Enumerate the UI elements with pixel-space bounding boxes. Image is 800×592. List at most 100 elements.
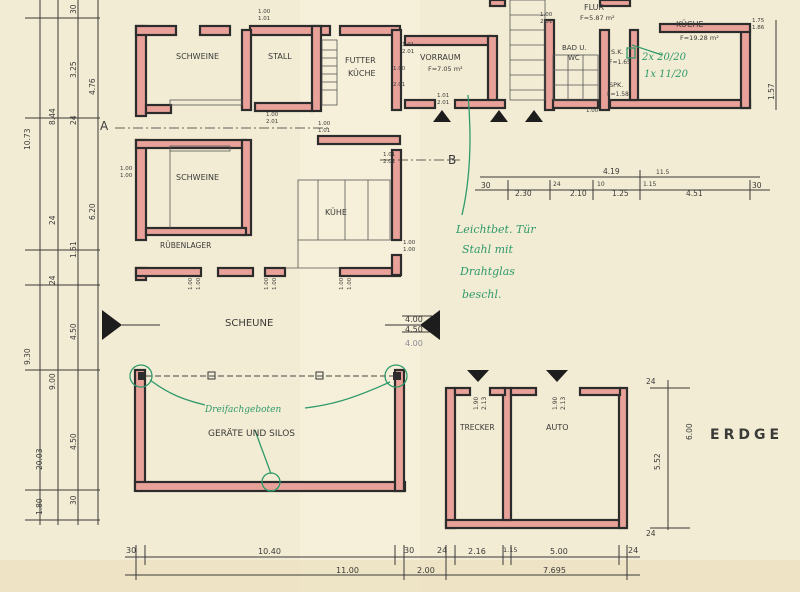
paper-bottom-shade (0, 560, 800, 592)
room-label-spk: SPK. (609, 81, 623, 89)
room-label-flur: FLUR (584, 3, 605, 12)
dim-mid: 30 (481, 181, 491, 190)
door-trecker-label: 1.90 (473, 396, 480, 410)
opening-label: 2.01 (402, 49, 414, 55)
garage-door-dimensions: 1.90 2.13 1.90 2.13 (473, 396, 567, 410)
room-label-schweine-top: SCHWEINE (176, 52, 219, 61)
top-dim: 1.75 (752, 18, 765, 24)
dim-mid: 4.19 (603, 167, 620, 176)
opening-label: 1.01 (258, 16, 270, 22)
dim-scheune-width: 4.00 (405, 315, 423, 324)
opening-label: 1.00 (120, 173, 133, 179)
room-label-kueche: KÜCHE (676, 19, 704, 29)
opening-label: 1.01 (437, 93, 449, 99)
opening-label: 1.00 (266, 112, 279, 118)
stair-note-line1: Leichtbet. Tür (455, 223, 536, 236)
opening-label: 2.01 (266, 119, 278, 125)
section-mark-b: B (448, 153, 456, 167)
dim-right: 1.57 (767, 83, 776, 100)
dim-left: 6.20 (88, 203, 97, 220)
troughs (169, 99, 243, 228)
room-label-kueche-futter: KÜCHE (348, 68, 376, 78)
opening-label: 2.01 (437, 100, 449, 106)
opening-label: 1.00 (339, 277, 345, 290)
opening-label: 1.01 (318, 128, 330, 134)
dim-left: 24 (48, 215, 57, 225)
middle-dimensions: 30 2.30 24 2.10 1.25 4.51 30 4.19 10 1.1… (481, 167, 762, 198)
stairs (321, 0, 546, 106)
room-label-stall: STALL (268, 52, 292, 61)
left-dimensions: 10.73 8.44 4.76 3.25 24 24 6.20 1.51 24 … (23, 4, 97, 515)
dim-left: 1.51 (69, 241, 78, 258)
opening-label: 1.00 (586, 108, 599, 114)
dim-mid: 2.10 (570, 189, 587, 198)
dim-mid: 1.25 (612, 189, 629, 198)
opening-label: 1.01 (402, 42, 414, 48)
opening-label: 1.00 (120, 166, 133, 172)
cow-stalls (285, 179, 391, 269)
dim-pencil-width: 4.00 (405, 339, 423, 348)
dim-left: 4.76 (88, 78, 97, 95)
top-small-dimensions: 1.00 2.01 1.75 1.86 (540, 12, 765, 31)
room-area-kueche: F=19.28 m² (680, 34, 719, 42)
dim-bottom: 10.40 (258, 547, 281, 556)
section-letters: A B (100, 119, 456, 167)
opening-label: 2.01 (393, 82, 405, 88)
dimension-lines (25, 0, 777, 580)
dim-left: 9.30 (23, 348, 32, 365)
opening-label: 1.00 (264, 277, 270, 290)
room-labels: SCHWEINE STALL FUTTER KÜCHE VORRAUM F=7.… (160, 3, 719, 439)
columns (138, 371, 401, 380)
opening-label: 1.00 (393, 66, 406, 72)
dim-right: 24 (646, 377, 656, 386)
dim-right: 5.52 (653, 453, 662, 470)
room-label-sk: S.K. (611, 48, 624, 56)
dim-bottom: 7.695 (543, 566, 566, 575)
walls (133, 0, 752, 530)
stair-note-line3: Drahtglas (459, 265, 515, 278)
opening-label: 1.00 (318, 121, 331, 127)
section-mark-a: A (100, 119, 109, 133)
handwritten-notes: 2x 20/20 1x 11/20 Leichtbet. Tür Stahl m… (204, 52, 689, 415)
opening-label: 1.01 (383, 152, 395, 158)
top-dim: 1.86 (752, 25, 765, 31)
dim-bottom: 30 (404, 546, 414, 555)
dim-left: 1.80 (35, 498, 44, 515)
room-label-wc: WC (568, 54, 580, 62)
room-area-flur: F=5.87 m² (580, 14, 615, 22)
section-markers (102, 110, 568, 382)
opening-label: 1.00 (272, 277, 278, 290)
opening-label: 1.00 (347, 277, 353, 290)
room-label-auto: AUTO (546, 423, 569, 432)
room-label-geraete-silos: GERÄTE UND SILOS (208, 428, 295, 439)
dim-bottom: 24 (437, 546, 447, 555)
column-note: Dreifachgeboten (204, 405, 281, 415)
door-auto-label: 1.90 (552, 396, 559, 410)
dim-bottom: 1.15 (503, 546, 517, 554)
door-trecker-label2: 2.13 (481, 396, 488, 410)
opening-label: 1.00 (403, 240, 416, 246)
dim-mid: 2.30 (515, 189, 532, 198)
room-area-vorraum: F=7.05 m² (428, 65, 463, 73)
green-annotations (129, 44, 663, 492)
dim-left: 30 (69, 495, 78, 505)
dim-bottom: 2.16 (468, 547, 486, 556)
dim-bottom: 11.00 (336, 566, 359, 575)
dim-bottom: 5.00 (550, 547, 568, 556)
dim-left: 4.50 (69, 323, 78, 340)
room-label-bad: BAD U. (562, 44, 587, 52)
dim-left: 8.44 (48, 108, 57, 125)
top-dim: 1.00 (540, 12, 553, 18)
opening-label: 2.01 (383, 159, 395, 165)
stair-note-line4: beschl. (462, 288, 501, 301)
opening-label: 1.00 (403, 247, 416, 253)
dim-bottom: 30 (126, 546, 136, 555)
top-dim: 2.01 (540, 19, 552, 25)
room-label-schweine-mid: SCHWEINE (176, 173, 219, 182)
window-note-line2: 1x 11/20 (644, 69, 689, 80)
opening-label: 1.00 (196, 277, 202, 290)
dim-mid: 11.5 (656, 169, 670, 176)
room-label-ruebenlager: RÜBENLAGER (160, 241, 211, 250)
dim-right: 6.00 (685, 423, 694, 440)
